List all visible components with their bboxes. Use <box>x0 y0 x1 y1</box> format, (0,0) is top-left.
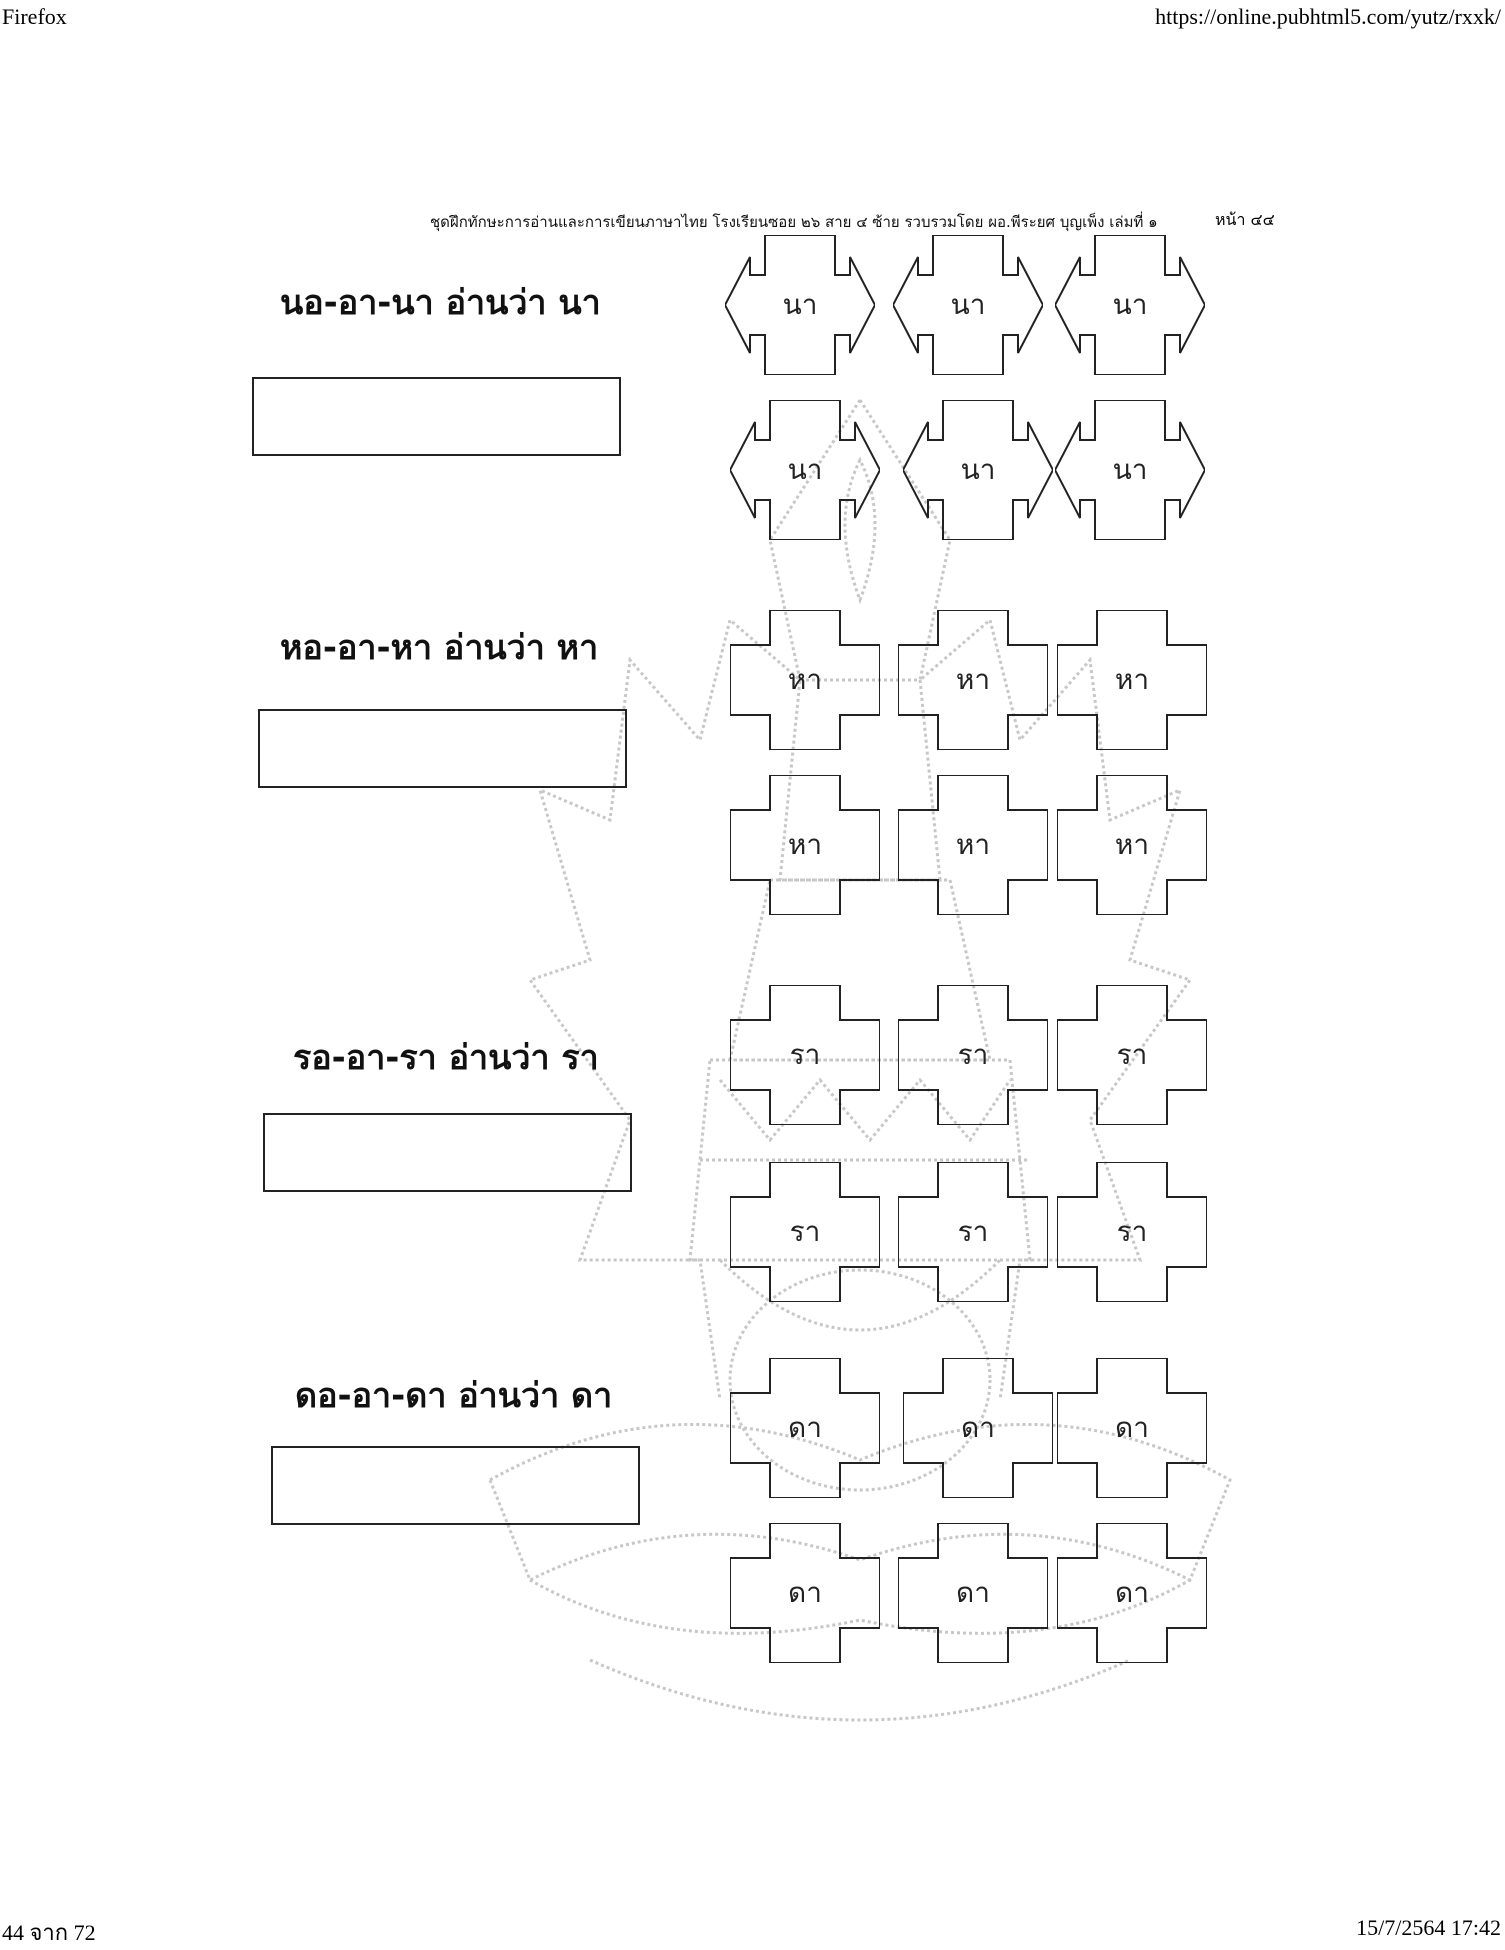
syllable-tile-ha: หา <box>1057 775 1207 915</box>
syllable-tile-ra: รา <box>898 1162 1048 1302</box>
syllable-tile-da: ดา <box>730 1358 880 1498</box>
syllable-tile-da: ดา <box>1057 1358 1207 1498</box>
tile-syllable-label: หา <box>787 663 823 696</box>
double-arrow-cross-icon <box>903 400 1053 540</box>
cross-shape-icon <box>730 1523 880 1663</box>
answer-box-da[interactable] <box>271 1446 640 1525</box>
double-arrow-cross-icon <box>730 400 880 540</box>
double-arrow-cross-icon <box>1055 400 1205 540</box>
tile-syllable-label: ดา <box>788 1576 822 1609</box>
syllable-tile-ha: หา <box>730 610 880 750</box>
worksheet-header: ชุดฝึกทักษะการอ่านและการเขียนภาษาไทย โรง… <box>430 213 1158 231</box>
cross-shape-icon <box>898 775 1048 915</box>
cross-shape-icon <box>730 1358 880 1498</box>
tile-syllable-label: หา <box>955 663 991 696</box>
tile-syllable-label: นา <box>960 453 996 486</box>
tile-syllable-label: นา <box>950 288 986 321</box>
tile-syllable-label: ดา <box>1115 1576 1149 1609</box>
browser-app-name: Firefox <box>2 4 67 29</box>
tile-syllable-label: นา <box>787 453 823 486</box>
section-heading-ha: หอ-อา-หา อ่านว่า หา <box>280 628 599 668</box>
syllable-tile-na: นา <box>1055 400 1205 540</box>
cross-shape-icon <box>1057 1358 1207 1498</box>
syllable-tile-ra: รา <box>1057 985 1207 1125</box>
syllable-tile-na: นา <box>725 235 875 375</box>
syllable-tile-ra: รา <box>898 985 1048 1125</box>
page-label: หน้า ๔๔ <box>1215 210 1275 229</box>
tile-syllable-label: รา <box>789 1038 821 1071</box>
cross-shape-icon <box>1057 775 1207 915</box>
section-heading-da: ดอ-อา-ดา อ่านว่า ดา <box>295 1376 613 1416</box>
cross-shape-icon <box>730 610 880 750</box>
cross-shape-icon <box>730 985 880 1125</box>
cross-shape-icon <box>903 1358 1053 1498</box>
tile-syllable-label: หา <box>787 828 823 861</box>
syllable-tile-na: นา <box>903 400 1053 540</box>
tile-syllable-label: นา <box>1112 453 1148 486</box>
syllable-tile-da: ดา <box>898 1523 1048 1663</box>
syllable-tile-ha: หา <box>898 610 1048 750</box>
browser-url[interactable]: https://online.pubhtml5.com/yutz/rxxk/ <box>1155 4 1501 29</box>
tile-syllable-label: รา <box>957 1038 989 1071</box>
cross-shape-icon <box>1057 985 1207 1125</box>
syllable-tile-ra: รา <box>730 985 880 1125</box>
tile-syllable-label: หา <box>1114 663 1150 696</box>
cross-shape-icon <box>898 1162 1048 1302</box>
section-heading-ra: รอ-อา-รา อ่านว่า รา <box>293 1038 599 1078</box>
syllable-tile-na: นา <box>1055 235 1205 375</box>
tile-syllable-label: รา <box>789 1215 821 1248</box>
cross-shape-icon <box>898 985 1048 1125</box>
tile-syllable-label: หา <box>955 828 991 861</box>
cross-shape-icon <box>730 1162 880 1302</box>
tile-syllable-label: รา <box>1116 1215 1148 1248</box>
double-arrow-cross-icon <box>725 235 875 375</box>
cross-shape-icon <box>730 775 880 915</box>
answer-box-ha[interactable] <box>258 709 627 788</box>
cross-shape-icon <box>1057 1523 1207 1663</box>
cross-shape-icon <box>1057 1162 1207 1302</box>
tile-syllable-label: ดา <box>961 1411 995 1444</box>
print-datetime: 15/7/2564 17:42 <box>1356 1915 1501 1940</box>
section-heading-na: นอ-อา-นา อ่านว่า นา <box>280 283 601 323</box>
syllable-tile-ra: รา <box>730 1162 880 1302</box>
syllable-tile-ra: รา <box>1057 1162 1207 1302</box>
double-arrow-cross-icon <box>1055 235 1205 375</box>
tile-syllable-label: ดา <box>1115 1411 1149 1444</box>
syllable-tile-na: นา <box>893 235 1043 375</box>
syllable-tile-ha: หา <box>1057 610 1207 750</box>
cross-shape-icon <box>898 610 1048 750</box>
tile-syllable-label: ดา <box>788 1411 822 1444</box>
school-emblem-watermark <box>488 399 1232 1722</box>
tile-syllable-label: นา <box>1112 288 1148 321</box>
double-arrow-cross-icon <box>893 235 1043 375</box>
cross-shape-icon <box>898 1523 1048 1663</box>
syllable-tile-ha: หา <box>730 775 880 915</box>
syllable-tile-da: ดา <box>730 1523 880 1663</box>
answer-box-na[interactable] <box>252 377 621 456</box>
answer-box-ra[interactable] <box>263 1113 632 1192</box>
tile-syllable-label: หา <box>1114 828 1150 861</box>
tile-syllable-label: นา <box>782 288 818 321</box>
page-counter: 44 จาก 72 <box>2 1920 96 1945</box>
cross-shape-icon <box>1057 610 1207 750</box>
syllable-tile-ha: หา <box>898 775 1048 915</box>
syllable-tile-da: ดา <box>1057 1523 1207 1663</box>
syllable-tile-da: ดา <box>903 1358 1053 1498</box>
syllable-tile-na: นา <box>730 400 880 540</box>
tile-syllable-label: รา <box>1116 1038 1148 1071</box>
tile-syllable-label: รา <box>957 1215 989 1248</box>
tile-syllable-label: ดา <box>956 1576 990 1609</box>
